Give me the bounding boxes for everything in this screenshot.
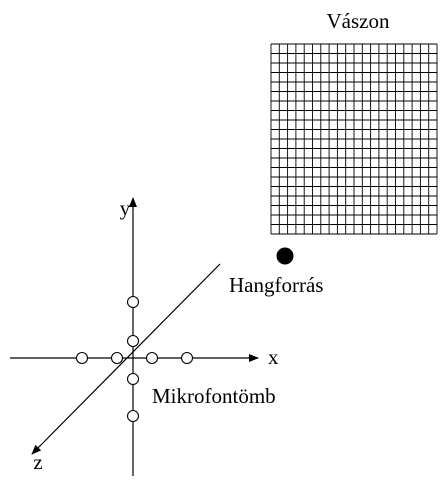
microphone — [145, 351, 159, 365]
microphone — [126, 334, 140, 348]
microphone — [180, 351, 194, 365]
z-axis-line — [31, 263, 221, 455]
canvas-grid — [270, 43, 438, 235]
microphone — [126, 295, 140, 309]
sound-source-label: Hangforrás — [229, 273, 323, 297]
canvas-label: Vászon — [327, 9, 390, 33]
sound-source-dot — [276, 247, 294, 265]
y-axis-label: y — [120, 196, 131, 220]
microphone — [126, 372, 140, 386]
microphone — [110, 351, 124, 365]
microphone-array-label: Mikrofontömb — [152, 384, 276, 408]
microphone-array — [75, 295, 194, 423]
microphone — [75, 351, 89, 365]
z-axis-label: z — [33, 450, 42, 474]
x-axis-label: x — [268, 345, 279, 369]
microphone — [126, 409, 140, 423]
